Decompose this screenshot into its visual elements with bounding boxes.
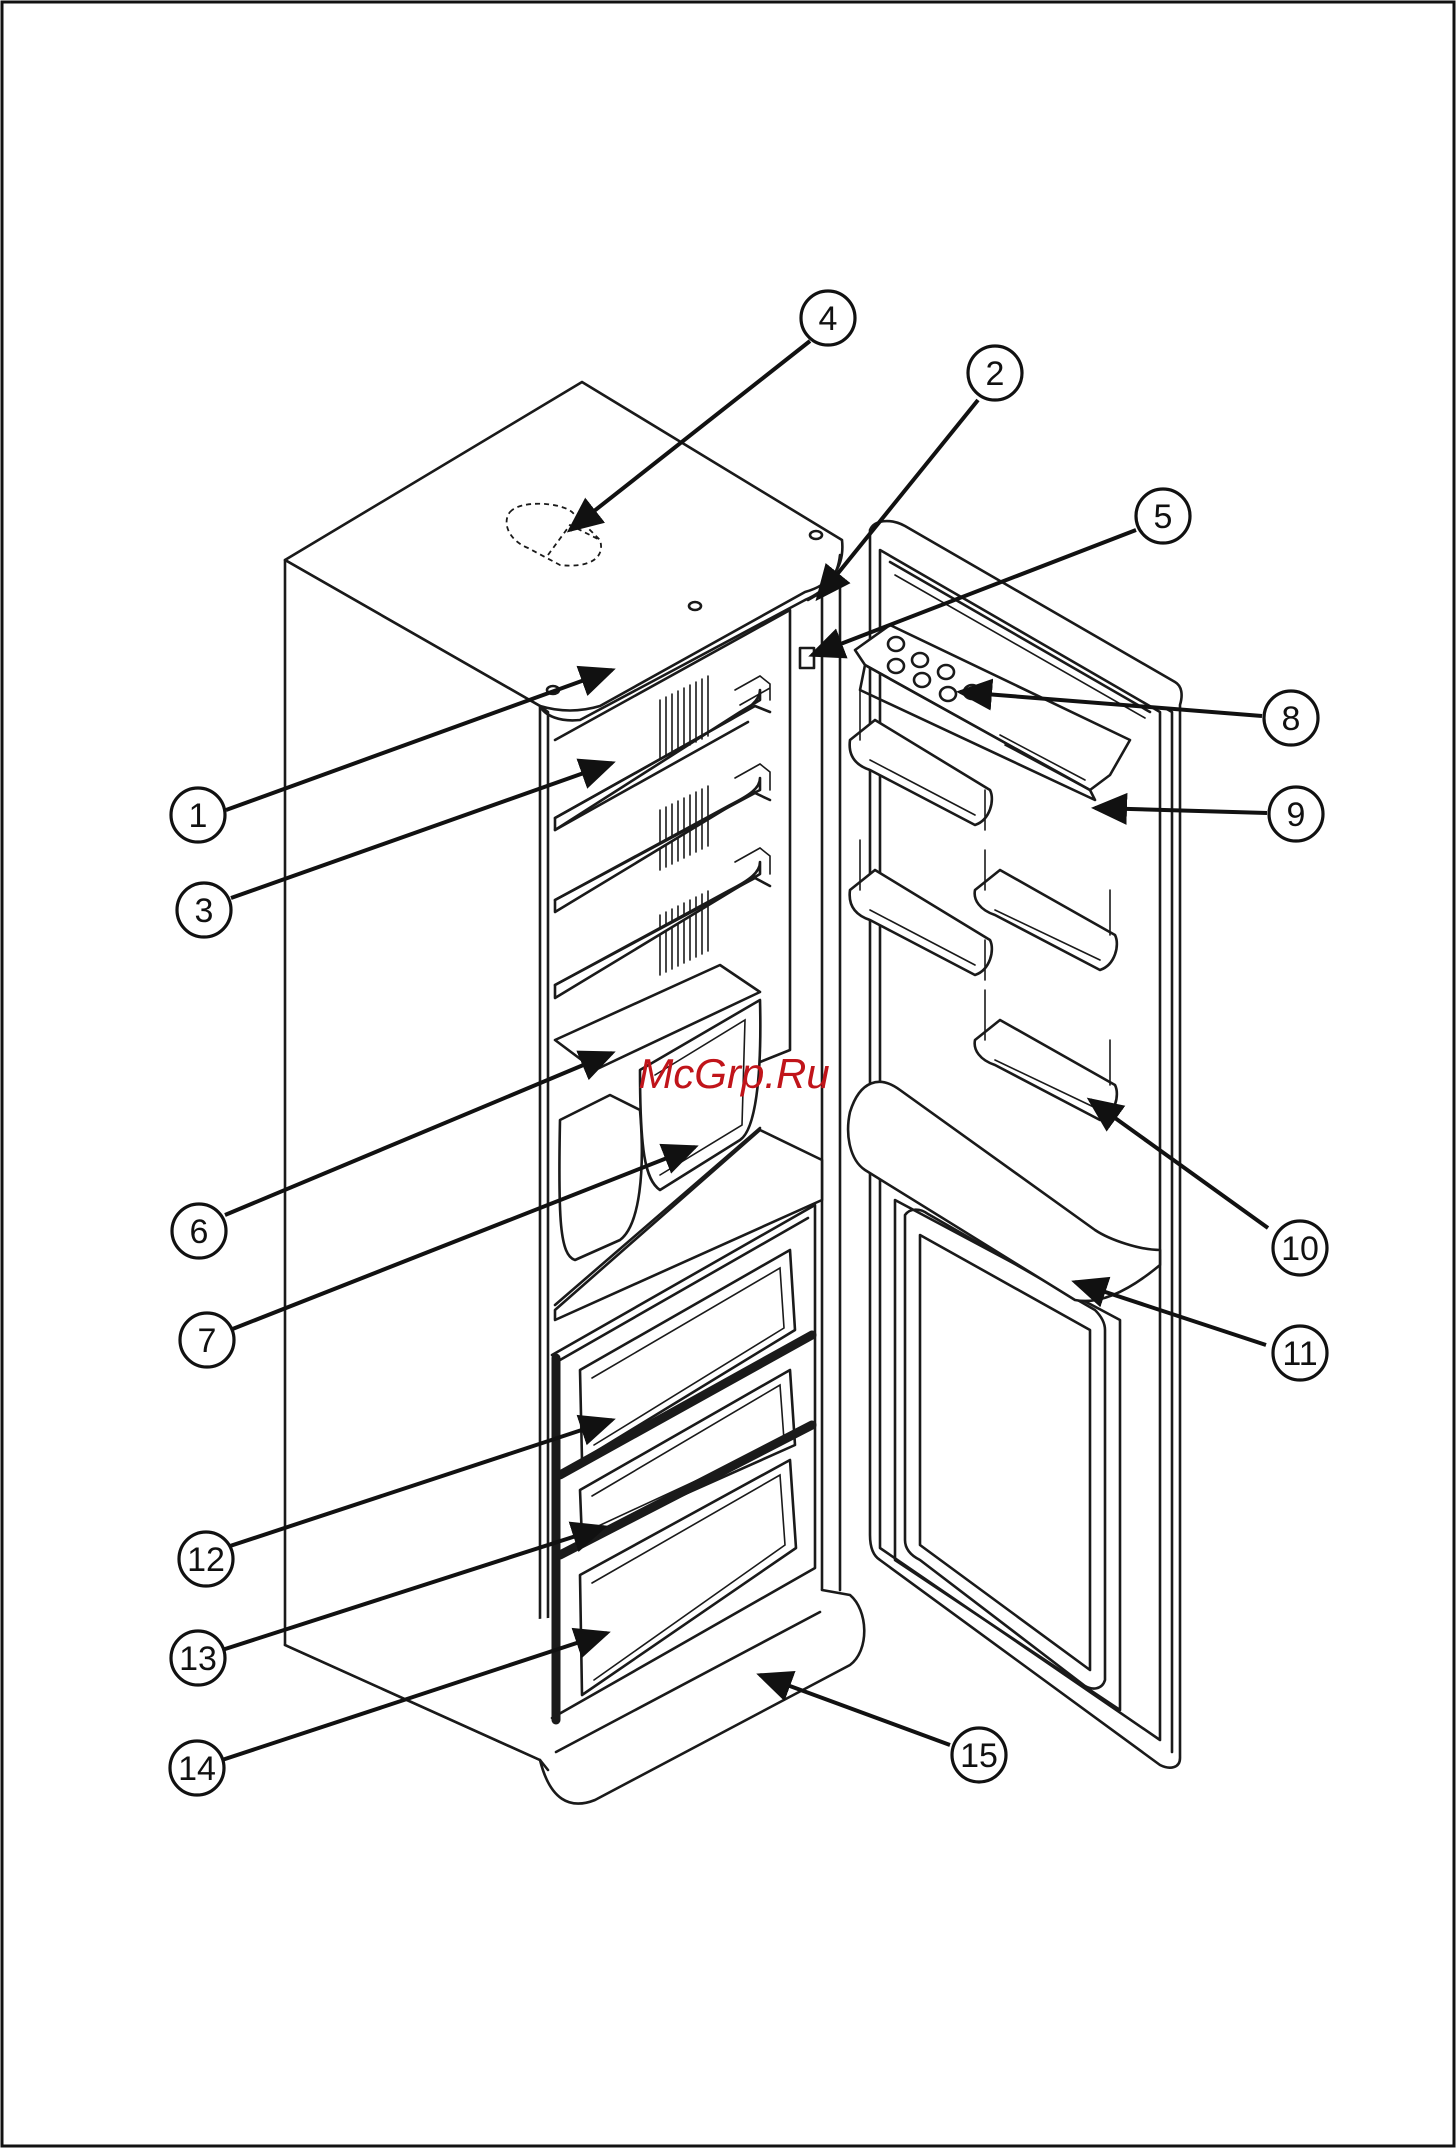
callout-11: 11: [1273, 1326, 1327, 1380]
callout-10-label: 10: [1281, 1230, 1319, 1268]
callout-8: 8: [1264, 691, 1318, 745]
callout-11-label: 11: [1282, 1335, 1317, 1373]
callout-14: 14: [170, 1741, 224, 1795]
callout-5: 5: [1136, 489, 1190, 543]
callout-13: 13: [171, 1631, 225, 1685]
callout-4-label: 4: [819, 300, 838, 338]
callout-4: 4: [801, 291, 855, 345]
callout-1: 1: [171, 788, 225, 842]
watermark: McGrp.Ru: [638, 1050, 829, 1097]
callout-2: 2: [968, 346, 1022, 400]
callout-15: 15: [952, 1728, 1006, 1782]
callout-10: 10: [1273, 1221, 1327, 1275]
callout-2-label: 2: [986, 355, 1005, 393]
callout-12-label: 12: [187, 1541, 225, 1579]
callout-6: 6: [172, 1204, 226, 1258]
refrigerator-door: [848, 521, 1181, 1768]
callout-5-label: 5: [1154, 498, 1173, 536]
callout-15-label: 15: [960, 1737, 998, 1775]
callout-6-label: 6: [190, 1213, 209, 1251]
callout-7: 7: [180, 1313, 234, 1367]
callout-1-label: 1: [189, 797, 208, 835]
callout-14-label: 14: [178, 1750, 216, 1788]
callout-13-label: 13: [179, 1640, 217, 1678]
callout-3-label: 3: [195, 892, 214, 930]
callout-9-label: 9: [1287, 796, 1306, 834]
callout-12: 12: [179, 1532, 233, 1586]
callout-3: 3: [177, 883, 231, 937]
callout-9: 9: [1269, 787, 1323, 841]
callout-8-label: 8: [1282, 700, 1301, 738]
callout-7-label: 7: [198, 1322, 217, 1360]
